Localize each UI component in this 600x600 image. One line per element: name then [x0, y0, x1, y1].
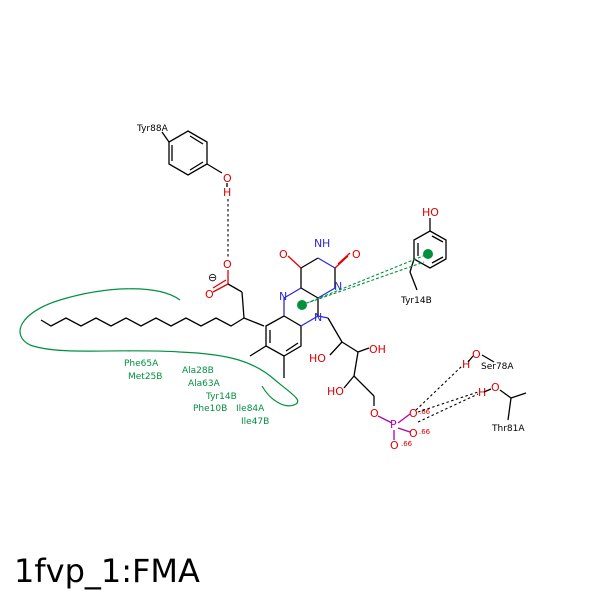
flavin-h3: H — [322, 237, 330, 250]
phosphate-charge1: .66 — [419, 408, 431, 416]
phosphate-charge3: .66 — [401, 440, 413, 448]
ribityl-chain — [329, 341, 375, 406]
phosphate-o1: O — [409, 407, 418, 420]
tyr14b-residue: HO Tyr14B — [400, 206, 447, 306]
ribityl-oh3: OH — [369, 343, 386, 356]
tyr88a-residue: Tyr88A O H — [136, 124, 232, 199]
hydrophobic-residue-4: Tyr14B — [205, 392, 237, 402]
hbond-ser78 — [415, 365, 463, 411]
flavin-n10: N — [314, 311, 322, 324]
hydrophobic-residue-6: Ile84A — [236, 404, 265, 414]
tyr88a-hydrogen: H — [223, 186, 231, 199]
hydrophobic-residue-5: Phe10B — [193, 404, 227, 414]
carboxylate-o2: O — [205, 288, 214, 301]
tyr14b-label: Tyr14B — [400, 296, 432, 306]
tyr88a-label: Tyr88A — [136, 124, 169, 134]
hydrophobic-residue-2: Ala28B — [182, 366, 214, 376]
ser78a-oxygen: O — [472, 348, 481, 361]
page-title: 1fvp_1:FMA — [14, 552, 200, 590]
phosphate-charge2: .66 — [419, 428, 431, 436]
ribityl-ho2: HO — [309, 352, 326, 365]
pi-stacking-line — [301, 253, 429, 306]
ser78a-residue: O H Ser78A — [462, 348, 514, 372]
hydrophobic-arc — [19, 288, 299, 407]
thr81a-label: Thr81A — [491, 424, 525, 434]
phosphate-o3: O — [390, 439, 399, 452]
carboxylate-group: O O ⊖ — [205, 258, 245, 319]
phosphorus-atom: P — [390, 418, 397, 431]
hydrophobic-residue-0: Phe65A — [124, 359, 159, 369]
phosphate-group — [377, 413, 411, 440]
alkyl-chain — [40, 317, 245, 327]
flavin-o4: O — [279, 248, 288, 261]
pi-stacking-line-2 — [309, 261, 425, 303]
thr81a-residue: O H Thr81A — [478, 381, 527, 434]
thr81a-oxygen: O — [491, 381, 500, 394]
tyr14b-hydroxyl: HO — [422, 206, 439, 219]
phosphate-o2: O — [409, 427, 418, 440]
ribityl-ho4: HO — [327, 385, 344, 398]
hydrophobic-residue-7: Ile47B — [241, 417, 269, 427]
hydrophobic-residue-1: Met25B — [128, 372, 162, 382]
flavin-ring — [249, 252, 351, 378]
ser78a-hydrogen: H — [462, 358, 470, 371]
ser78a-label: Ser78A — [481, 362, 514, 372]
thr81a-hydrogen: H — [478, 386, 486, 399]
flavin-n3: N — [314, 237, 322, 250]
flavin-n1: N — [334, 280, 342, 293]
tyr88a-oxygen: O — [223, 172, 232, 185]
carboxylate-o1: O — [223, 258, 232, 271]
flavin-o2: O — [352, 248, 361, 261]
hbond-thr81-a — [417, 393, 479, 423]
ribityl-o5: O — [370, 407, 379, 420]
flavin-n5: N — [279, 290, 287, 303]
hydrophobic-residue-3: Ala63A — [188, 379, 221, 389]
hbond-thr81-b — [417, 391, 479, 413]
carboxylate-charge: ⊖ — [208, 271, 217, 284]
